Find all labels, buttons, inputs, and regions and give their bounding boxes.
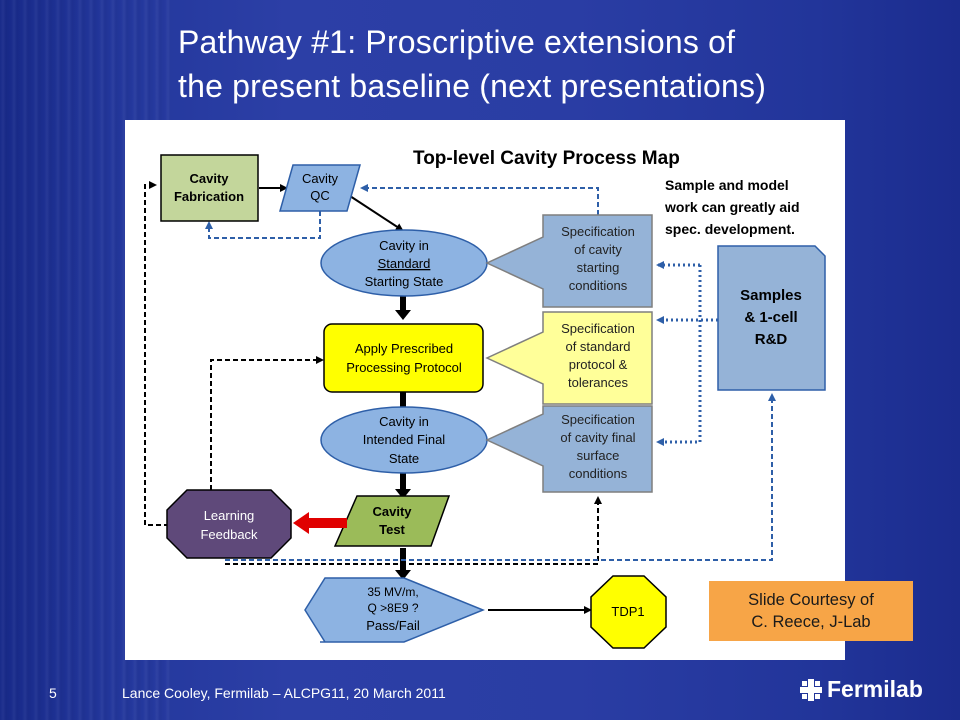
note-line: spec. development. (665, 221, 795, 237)
node-label: conditions (569, 278, 628, 293)
node-label: 35 MV/m, (367, 585, 418, 599)
page-number: 5 (49, 685, 57, 701)
footer-text: Lance Cooley, Fermilab – ALCPG11, 20 Mar… (122, 685, 446, 701)
dashed-bottom-to-samples (225, 393, 776, 561)
node-label: Cavity (302, 171, 339, 186)
node-apply-protocol: Apply Prescribed Processing Protocol (323, 323, 484, 393)
node-label: Specification (561, 224, 635, 239)
node-cavity-qc: Cavity QC (279, 164, 361, 212)
node-samples-rd: Samples & 1-cell R&D (717, 245, 826, 391)
node-label: Cavity (372, 504, 412, 519)
node-tdp1: TDP1 (590, 575, 667, 649)
node-label: Feedback (200, 527, 258, 542)
node-label: of cavity final (560, 430, 635, 445)
fermilab-logo-icon (800, 678, 822, 701)
node-label: R&D (755, 331, 788, 348)
node-learning-feedback: Learning Feedback (166, 489, 292, 559)
arrow-qc-to-standard (349, 195, 404, 232)
node-label: Apply Prescribed (355, 341, 453, 356)
node-spec-final-conditions: Specification of cavity final surface co… (485, 405, 653, 493)
dotted-samples-to-specs (656, 261, 718, 446)
note-line: work can greatly aid (664, 199, 800, 215)
node-label: Samples (740, 287, 802, 304)
note-line: Sample and model (665, 177, 789, 193)
node-spec-standard-protocol: Specification of standard protocol & tol… (485, 311, 653, 405)
node-label: Cavity in (379, 414, 429, 429)
red-arrow-icon (293, 512, 347, 534)
node-label: Standard (378, 256, 431, 271)
node-label: Cavity (189, 171, 229, 186)
node-label: Starting State (365, 274, 444, 289)
node-label: State (389, 451, 419, 466)
title-line-2: the present baseline (next presentations… (178, 68, 767, 104)
node-label: Processing Protocol (346, 360, 462, 375)
node-intended-final-state: Cavity in Intended Final State (320, 406, 488, 474)
slide-title: Pathway #1: Proscriptive extensions of t… (178, 20, 918, 108)
node-cavity-test: Cavity Test (333, 495, 451, 547)
process-map-panel: Top-level Cavity Process Map Sample and … (125, 120, 845, 660)
node-label: protocol & (569, 357, 628, 372)
fermilab-logo: Fermilab (800, 676, 923, 703)
node-standard-starting-state: Cavity in Standard Starting State (320, 229, 488, 297)
node-spec-starting-conditions: Specification of cavity starting conditi… (485, 214, 653, 308)
node-label: Cavity in (379, 238, 429, 253)
node-label: Specification (561, 412, 635, 427)
node-label: & 1-cell (744, 309, 797, 326)
node-label: starting (577, 260, 620, 275)
node-label: Specification (561, 321, 635, 336)
dashed-feedback-outer (144, 181, 169, 526)
node-pass-fail-decision: 35 MV/m, Q >8E9 ? Pass/Fail (304, 577, 485, 643)
courtesy-box: Slide Courtesy of C. Reece, J-Lab (709, 581, 913, 641)
dashed-feedback-inner (210, 356, 324, 490)
title-line-1: Pathway #1: Proscriptive extensions of (178, 24, 736, 60)
diagram-title: Top-level Cavity Process Map (413, 148, 680, 169)
node-label: Q >8E9 ? (367, 601, 418, 615)
dashed-spec-to-qc (360, 184, 599, 215)
courtesy-line-1: Slide Courtesy of (748, 591, 874, 609)
node-label: tolerances (568, 375, 628, 390)
node-label: TDP1 (611, 604, 644, 619)
node-label: surface (577, 448, 620, 463)
node-label: Fabrication (174, 189, 244, 204)
node-label: of cavity (574, 242, 622, 257)
diagram-note: Sample and model work can greatly aid sp… (664, 177, 800, 237)
node-label: Learning (204, 508, 255, 523)
node-cavity-fabrication: Cavity Fabrication (160, 154, 259, 222)
courtesy-line-2: C. Reece, J-Lab (751, 613, 871, 631)
node-label: Pass/Fail (366, 618, 420, 633)
node-label: Intended Final (363, 432, 446, 447)
dashed-qc-to-fab (205, 211, 321, 239)
dashed-bottom-loop (225, 496, 602, 565)
node-label: Test (379, 522, 405, 537)
fermilab-logo-text: Fermilab (827, 676, 923, 702)
node-label: QC (310, 188, 330, 203)
node-label: of standard (565, 339, 630, 354)
node-label: conditions (569, 466, 628, 481)
